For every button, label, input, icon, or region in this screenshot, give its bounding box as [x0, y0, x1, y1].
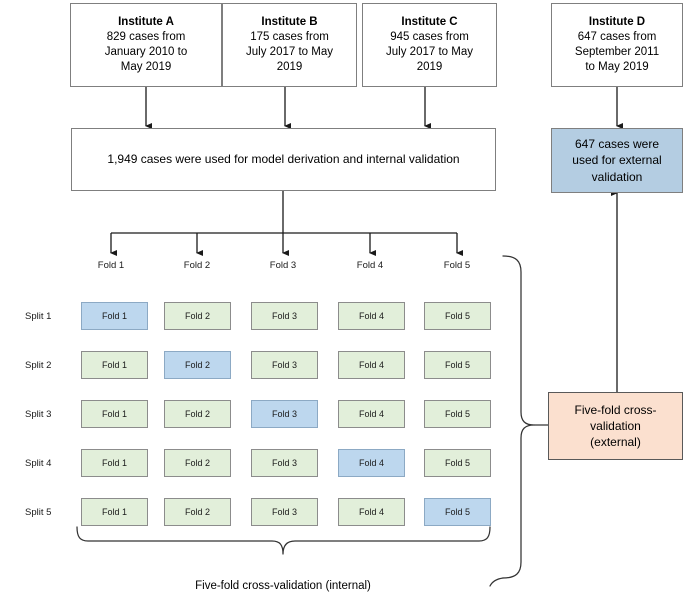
grid-cell-s1-f1[interactable]: Fold 1 [81, 302, 148, 330]
fold-header-4: Fold 4 [356, 260, 384, 271]
grid-cell-s2-f5[interactable]: Fold 5 [424, 351, 491, 379]
fold-header-1: Fold 1 [97, 260, 125, 271]
grid-cell-s4-f1[interactable]: Fold 1 [81, 449, 148, 477]
grid-cell-s1-f3[interactable]: Fold 3 [251, 302, 318, 330]
split-label-3: Split 3 [25, 409, 52, 420]
brace-bottom-internal [76, 526, 491, 555]
institute-d-line-1: 647 cases from [577, 31, 657, 44]
split-label-2: Split 2 [25, 360, 52, 371]
fold-header-2: Fold 2 [183, 260, 211, 271]
institute-a-line-3: May 2019 [120, 60, 172, 73]
grid-cell-s2-f3[interactable]: Fold 3 [251, 351, 318, 379]
institute-a-line-2: January 2010 to [104, 46, 188, 58]
institute-a-box: Institute A 829 cases from January 2010 … [70, 3, 222, 87]
cv-external-line-3: (external) [590, 435, 641, 450]
grid-cell-s1-f5[interactable]: Fold 5 [424, 302, 491, 330]
grid-cell-s4-f5[interactable]: Fold 5 [424, 449, 491, 477]
grid-cell-s1-f4[interactable]: Fold 4 [338, 302, 405, 330]
institute-b-line-3: 2019 [276, 60, 303, 73]
cv-external-line-2: validation [590, 418, 641, 433]
grid-cell-s5-f2[interactable]: Fold 2 [164, 498, 231, 526]
grid-cell-s4-f4[interactable]: Fold 4 [338, 449, 405, 477]
brace-right-tail [489, 577, 504, 587]
brace-right-external [502, 255, 535, 579]
grid-cell-s3-f3[interactable]: Fold 3 [251, 400, 318, 428]
split-label-1: Split 1 [25, 311, 52, 322]
institute-c-line-1: 945 cases from [390, 31, 469, 44]
grid-cell-s3-f1[interactable]: Fold 1 [81, 400, 148, 428]
institute-a-line-1: 829 cases from [106, 31, 186, 44]
split-label-5: Split 5 [25, 507, 52, 518]
institute-d-box: Institute D 647 cases from September 201… [551, 3, 683, 87]
institute-b-line-1: 175 cases from [250, 31, 329, 44]
grid-cell-s4-f3[interactable]: Fold 3 [251, 449, 318, 477]
institute-d-title: Institute D [588, 16, 646, 29]
institute-b-title: Institute B [261, 16, 318, 29]
grid-cell-s2-f2[interactable]: Fold 2 [164, 351, 231, 379]
cv-internal-label: Five-fold cross-validation (internal) [195, 580, 371, 592]
cv-external-line-1: Five-fold cross- [574, 402, 657, 417]
grid-cell-s5-f1[interactable]: Fold 1 [81, 498, 148, 526]
grid-cell-s3-f4[interactable]: Fold 4 [338, 400, 405, 428]
institute-d-line-3: to May 2019 [585, 60, 649, 73]
grid-cell-s2-f1[interactable]: Fold 1 [81, 351, 148, 379]
grid-cell-s2-f4[interactable]: Fold 4 [338, 351, 405, 379]
grid-cell-s5-f4[interactable]: Fold 4 [338, 498, 405, 526]
derivation-box: 1,949 cases were used for model derivati… [71, 128, 496, 191]
institute-c-box: Institute C 945 cases from July 2017 to … [362, 3, 497, 87]
institute-b-box: Institute B 175 cases from July 2017 to … [222, 3, 357, 87]
external-validation-line-2: used for external [572, 153, 662, 168]
external-validation-line-3: validation [591, 169, 643, 184]
grid-cell-s3-f5[interactable]: Fold 5 [424, 400, 491, 428]
external-validation-line-1: 647 cases were [574, 137, 660, 152]
cv-external-box: Five-fold cross- validation (external) [548, 392, 683, 460]
institute-c-line-2: July 2017 to May [386, 46, 473, 58]
split-label-4: Split 4 [25, 458, 52, 469]
grid-cell-s1-f2[interactable]: Fold 2 [164, 302, 231, 330]
institute-c-line-3: 2019 [416, 60, 443, 73]
fold-header-5: Fold 5 [443, 260, 471, 271]
institute-c-title: Institute C [401, 16, 458, 29]
grid-cell-s5-f5[interactable]: Fold 5 [424, 498, 491, 526]
fold-header-3: Fold 3 [269, 260, 297, 271]
external-validation-box: 647 cases were used for external validat… [551, 128, 683, 193]
derivation-text: 1,949 cases were used for model derivati… [107, 151, 460, 166]
grid-cell-s5-f3[interactable]: Fold 3 [251, 498, 318, 526]
institute-d-line-2: September 2011 [574, 46, 660, 58]
grid-cell-s4-f2[interactable]: Fold 2 [164, 449, 231, 477]
grid-cell-s3-f2[interactable]: Fold 2 [164, 400, 231, 428]
institute-a-title: Institute A [118, 16, 174, 29]
institute-b-line-2: July 2017 to May [246, 46, 333, 58]
